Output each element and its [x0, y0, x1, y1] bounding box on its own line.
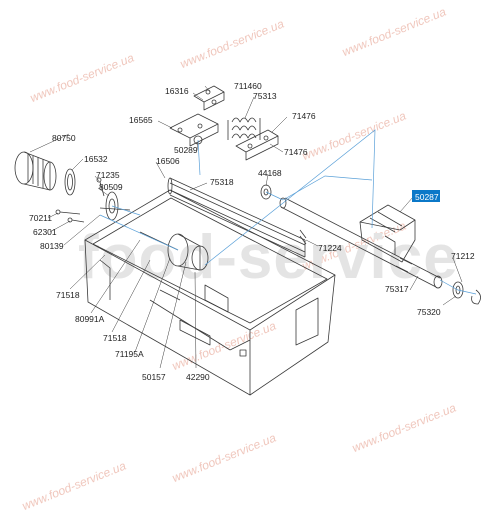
label-71212: 71212	[451, 251, 475, 261]
roller	[139, 231, 209, 271]
label-50287: 50287	[415, 192, 439, 202]
top-bracket	[169, 85, 279, 161]
screws	[55, 177, 105, 223]
end-cap	[452, 281, 481, 305]
label-75313: 75313	[253, 91, 277, 101]
label-71476-b: 71476	[284, 147, 308, 157]
label-80991a: 80991A	[75, 314, 105, 324]
label-16506: 16506	[156, 156, 180, 166]
exploded-parts-diagram: www.food-service.ua www.food-service.ua …	[14, 5, 481, 513]
label-71518-b: 71518	[103, 333, 127, 343]
label-50289: 50289	[174, 145, 198, 155]
motor-gear	[14, 151, 57, 191]
leader-lines	[29, 85, 463, 369]
spring-assembly	[227, 117, 261, 140]
label-16532: 16532	[84, 154, 108, 164]
pin-parts	[299, 229, 307, 245]
label-75318: 75318	[210, 177, 234, 187]
label-75320: 75320	[417, 307, 441, 317]
label-44168: 44168	[258, 168, 282, 178]
shaft	[279, 197, 443, 289]
guide-lines	[99, 129, 477, 295]
label-71195a: 71195A	[115, 349, 144, 359]
label-71518: 71518	[56, 290, 80, 300]
label-71224: 71224	[318, 243, 342, 253]
label-50157: 50157	[142, 372, 166, 382]
knob-part-inner	[263, 188, 269, 196]
rod-assembly	[167, 177, 306, 258]
part-labels: 711460 16316 75313 71476 16565 50289 714…	[29, 81, 475, 382]
label-80750: 80750	[52, 133, 76, 143]
drawing-canvas: 711460 16316 75313 71476 16565 50289 714…	[14, 81, 481, 396]
label-71235: 71235	[96, 170, 120, 180]
label-70211: 70211	[29, 213, 52, 223]
ring-part	[64, 168, 76, 196]
label-75317: 75317	[385, 284, 409, 294]
label-16565: 16565	[129, 115, 153, 125]
label-80509: 80509	[99, 182, 123, 192]
label-80139: 80139	[40, 241, 64, 251]
label-711460: 711460	[234, 81, 262, 91]
base-housing	[84, 189, 336, 396]
label-16316: 16316	[165, 86, 189, 96]
bracket-part	[359, 204, 416, 263]
label-42290: 42290	[186, 372, 210, 382]
gear-disk	[99, 191, 131, 221]
highlight-box	[412, 190, 440, 202]
label-62301: 62301	[33, 227, 57, 237]
ring-part-inner	[67, 173, 73, 191]
label-71476: 71476	[292, 111, 316, 121]
